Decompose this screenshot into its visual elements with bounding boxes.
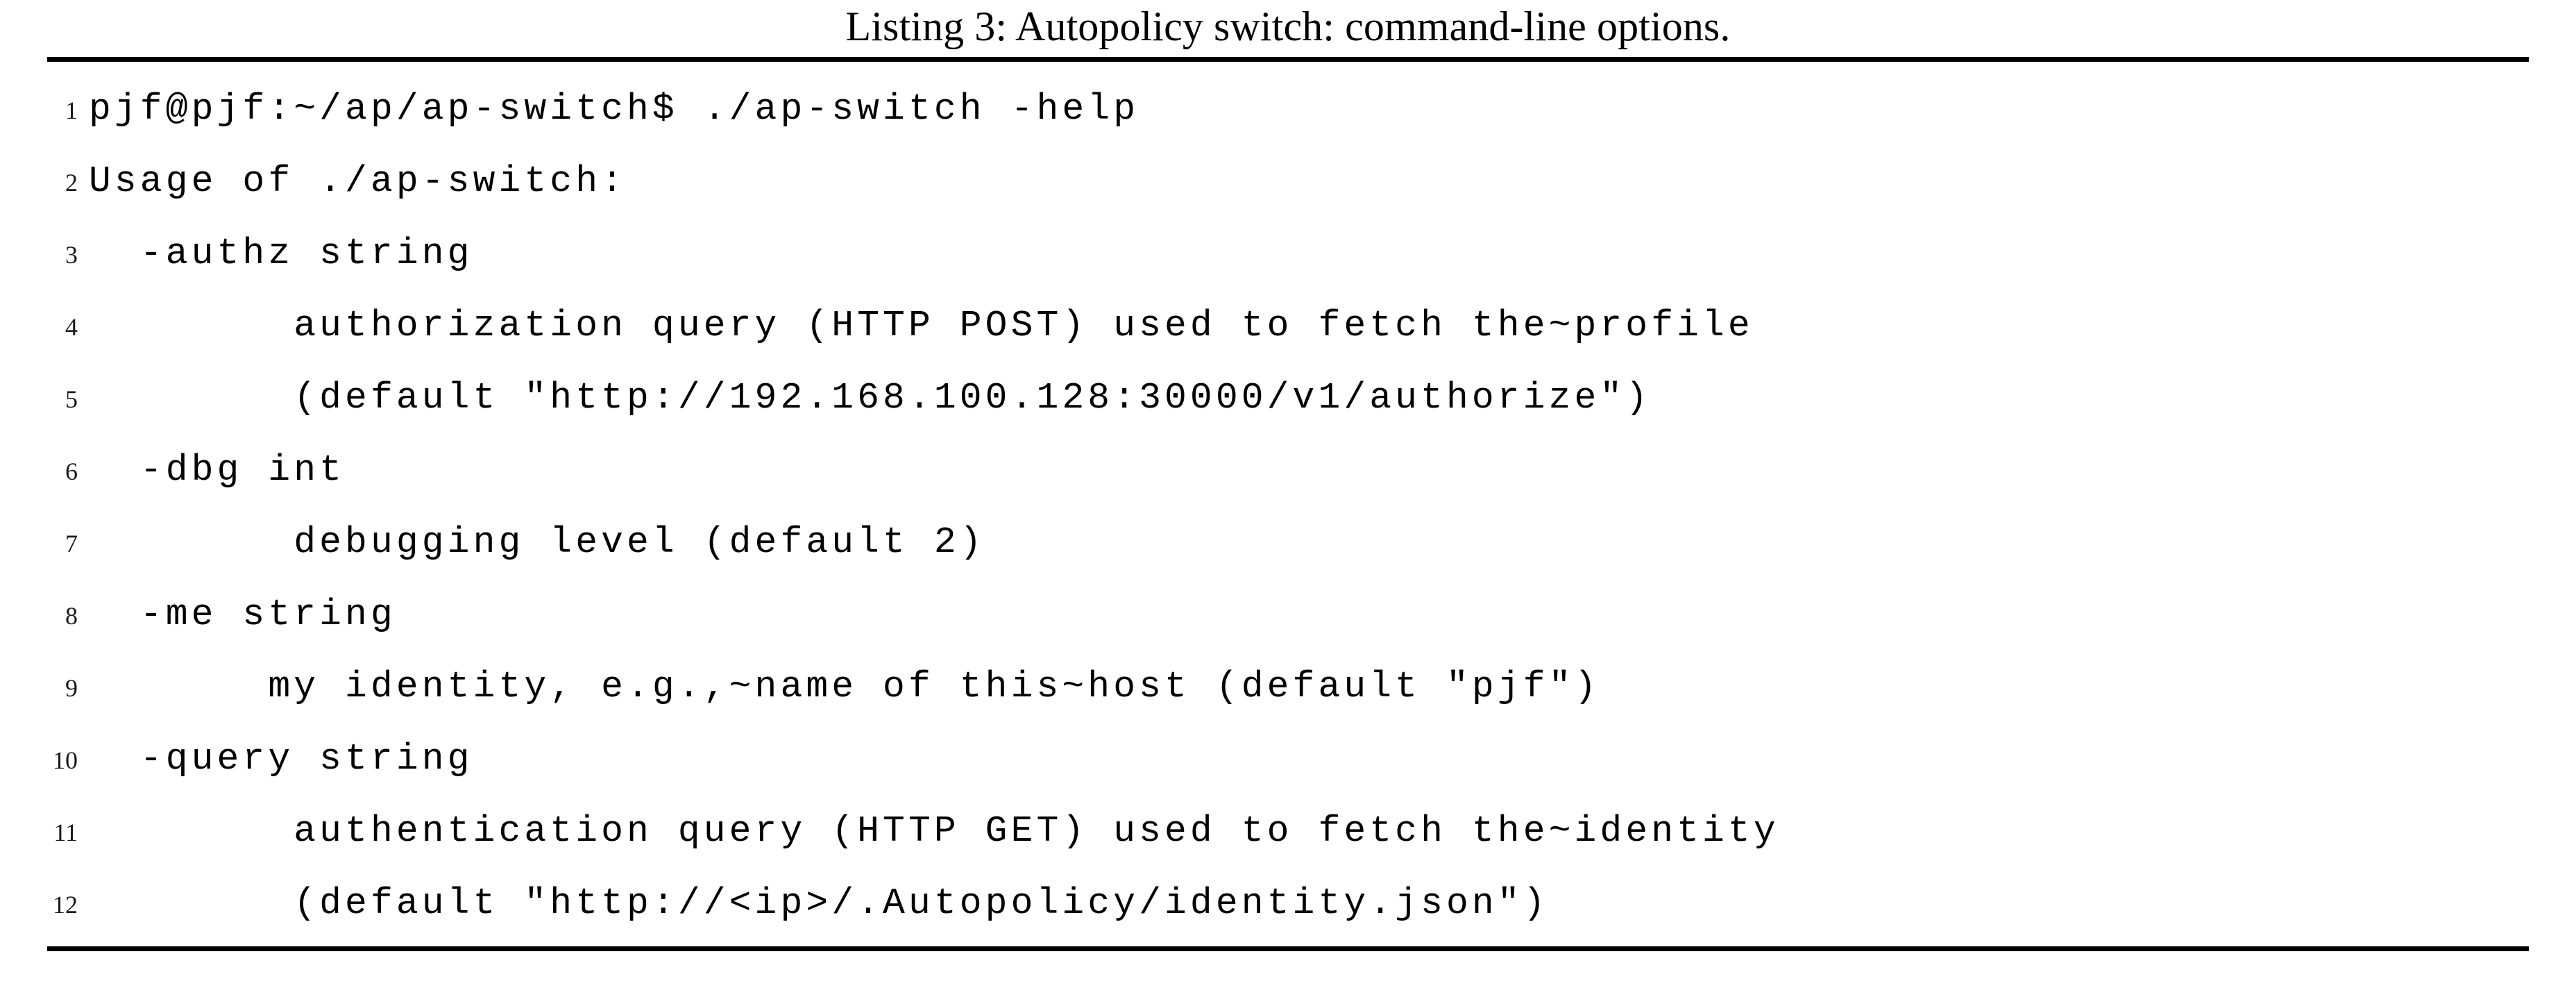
listing-caption: Listing 3: Autopolicy switch: command-li… [845,3,1731,49]
line-content: -me string [89,594,396,635]
code-line: 6 -dbg int [47,434,2529,506]
code-block: 1 pjf@pjf:~/ap/ap-switch$ ./ap-switch -h… [47,62,2529,946]
code-line: 9 my identity, e.g.,~name of this~host (… [47,651,2529,723]
code-line: 2 Usage of ./ap-switch: [47,145,2529,217]
line-number: 2 [65,169,78,196]
line-number: 11 [53,819,78,846]
code-line: 3 -authz string [47,217,2529,290]
line-content: authentication query (HTTP GET) used to … [89,810,1779,852]
code-line: 5 (default "http://192.168.100.128:30000… [47,362,2529,434]
line-number: 3 [65,241,78,269]
line-content: -query string [89,738,473,780]
code-line: 1 pjf@pjf:~/ap/ap-switch$ ./ap-switch -h… [47,73,2529,145]
line-number: 9 [65,674,78,702]
listing-top-rule [47,57,2529,62]
line-content: authorization query (HTTP POST) used to … [89,305,1754,346]
code-line: 11 authentication query (HTTP GET) used … [47,795,2529,867]
line-content: my identity, e.g.,~name of this~host (de… [89,666,1600,707]
code-line: 4 authorization query (HTTP POST) used t… [47,290,2529,362]
line-number: 6 [65,458,78,485]
code-line: 10 -query string [47,723,2529,795]
line-number: 8 [65,602,78,630]
code-line: 12 (default "http://<ip>/.Autopolicy/ide… [47,867,2529,939]
listing-bottom-rule [47,946,2529,951]
line-content: (default "http://<ip>/.Autopolicy/identi… [89,882,1549,924]
line-content: Usage of ./ap-switch: [89,160,627,202]
code-line: 7 debugging level (default 2) [47,506,2529,578]
line-number: 4 [65,313,78,341]
line-number: 12 [53,891,78,919]
line-content: pjf@pjf:~/ap/ap-switch$ ./ap-switch -hel… [89,88,1139,130]
line-number: 7 [65,530,78,558]
line-content: -dbg int [89,449,346,491]
line-content: debugging level (default 2) [89,521,985,563]
line-content: (default "http://192.168.100.128:30000/v… [89,377,1652,419]
line-number: 10 [53,746,78,774]
line-number: 1 [65,97,78,124]
code-line: 8 -me string [47,578,2529,651]
line-content: -authz string [89,233,473,274]
line-number: 5 [65,385,78,413]
